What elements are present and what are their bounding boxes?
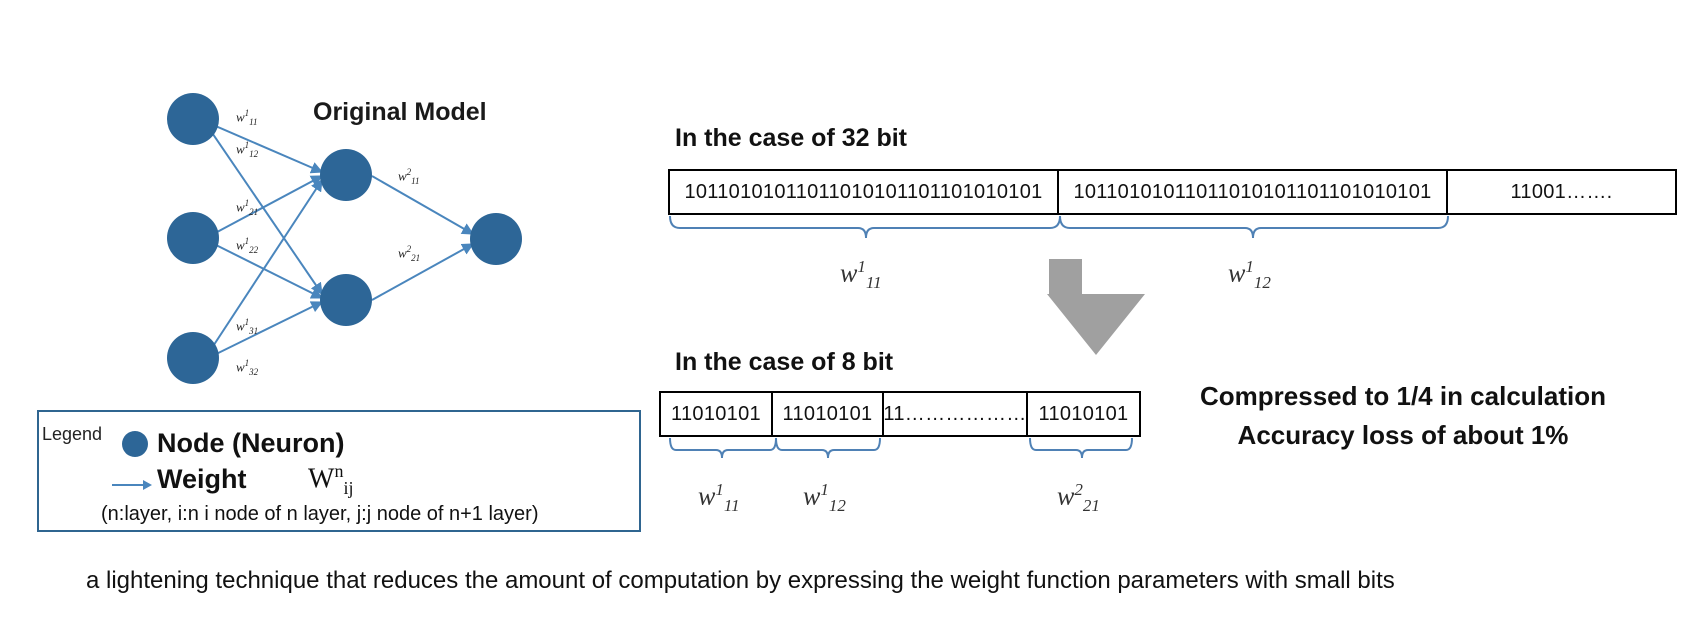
case8-cell: 11010101 bbox=[773, 393, 884, 435]
edge-w2-11 bbox=[371, 175, 475, 235]
case8-brace-label-1: w111 bbox=[698, 480, 740, 515]
legend-weight-symbol: Wnij bbox=[308, 461, 354, 498]
case32-brace-label-2: w112 bbox=[1228, 257, 1271, 292]
legend-weight-label: Weight bbox=[157, 464, 247, 494]
node-circle-icon bbox=[122, 431, 148, 457]
result-line-2: Accuracy loss of about 1% bbox=[1237, 420, 1569, 450]
edge-label-w2-21: w221 bbox=[398, 244, 421, 263]
case8-bit-row: 11010101 11010101 11……………… 11010101 bbox=[659, 391, 1141, 437]
case8-cell: 11……………… bbox=[883, 393, 1028, 435]
legend-box bbox=[37, 410, 641, 532]
network-edges bbox=[203, 120, 475, 361]
case32-brace-label-1: w111 bbox=[840, 257, 882, 292]
edge-label-w1-21: w121 bbox=[236, 198, 259, 217]
result-line-1: Compressed to 1/4 in calculation bbox=[1200, 381, 1606, 411]
edge-label-w1-12: w112 bbox=[236, 140, 259, 159]
edge-label-w1-11: w111 bbox=[236, 108, 258, 127]
edge-label-w1-22: w122 bbox=[236, 236, 259, 255]
edge-w1-31 bbox=[203, 178, 323, 361]
case8-brace-label-2: w112 bbox=[803, 480, 846, 515]
edge-w1-21 bbox=[203, 175, 324, 240]
brace-icon bbox=[669, 215, 1449, 459]
edge-label-w1-31: w131 bbox=[236, 317, 259, 336]
edge-w2-21 bbox=[371, 243, 475, 301]
node-hidden-1 bbox=[320, 149, 372, 201]
case8-cell: 11010101 bbox=[1038, 402, 1129, 425]
legend-title: Legend bbox=[42, 424, 103, 444]
case32-cell: 11001……. bbox=[1510, 180, 1613, 203]
case8-brace-label-3: w221 bbox=[1057, 480, 1100, 515]
node-input-3 bbox=[167, 332, 219, 384]
weight-arrow-icon bbox=[112, 480, 152, 490]
network-title: Original Model bbox=[313, 98, 487, 126]
edge-label-w2-11: w211 bbox=[398, 167, 420, 186]
case32-label: In the case of 32 bit bbox=[675, 124, 908, 152]
diagram-caption: a lightening technique that reduces the … bbox=[86, 567, 1395, 594]
edge-label-w1-32: w132 bbox=[236, 358, 259, 377]
node-input-2 bbox=[167, 212, 219, 264]
case32-bit-row: 10110101011011010101101101010101 1011010… bbox=[668, 169, 1677, 215]
edge-w1-11 bbox=[203, 120, 324, 174]
node-input-1 bbox=[167, 93, 219, 145]
node-output-1 bbox=[470, 213, 522, 265]
edge-w1-32 bbox=[203, 301, 324, 361]
case32-cell: 10110101011011010101101101010101 bbox=[670, 171, 1059, 213]
case32-cell: 10110101011011010101101101010101 bbox=[1059, 171, 1448, 213]
network-nodes bbox=[167, 93, 522, 384]
case8-cell: 11010101 bbox=[661, 393, 773, 435]
down-arrow-icon bbox=[1047, 259, 1145, 355]
legend-node-label: Node (Neuron) bbox=[157, 428, 345, 458]
case8-label: In the case of 8 bit bbox=[675, 348, 894, 376]
legend-note: (n:layer, i:n i node of n layer, j:j nod… bbox=[101, 503, 539, 525]
node-hidden-2 bbox=[320, 274, 372, 326]
